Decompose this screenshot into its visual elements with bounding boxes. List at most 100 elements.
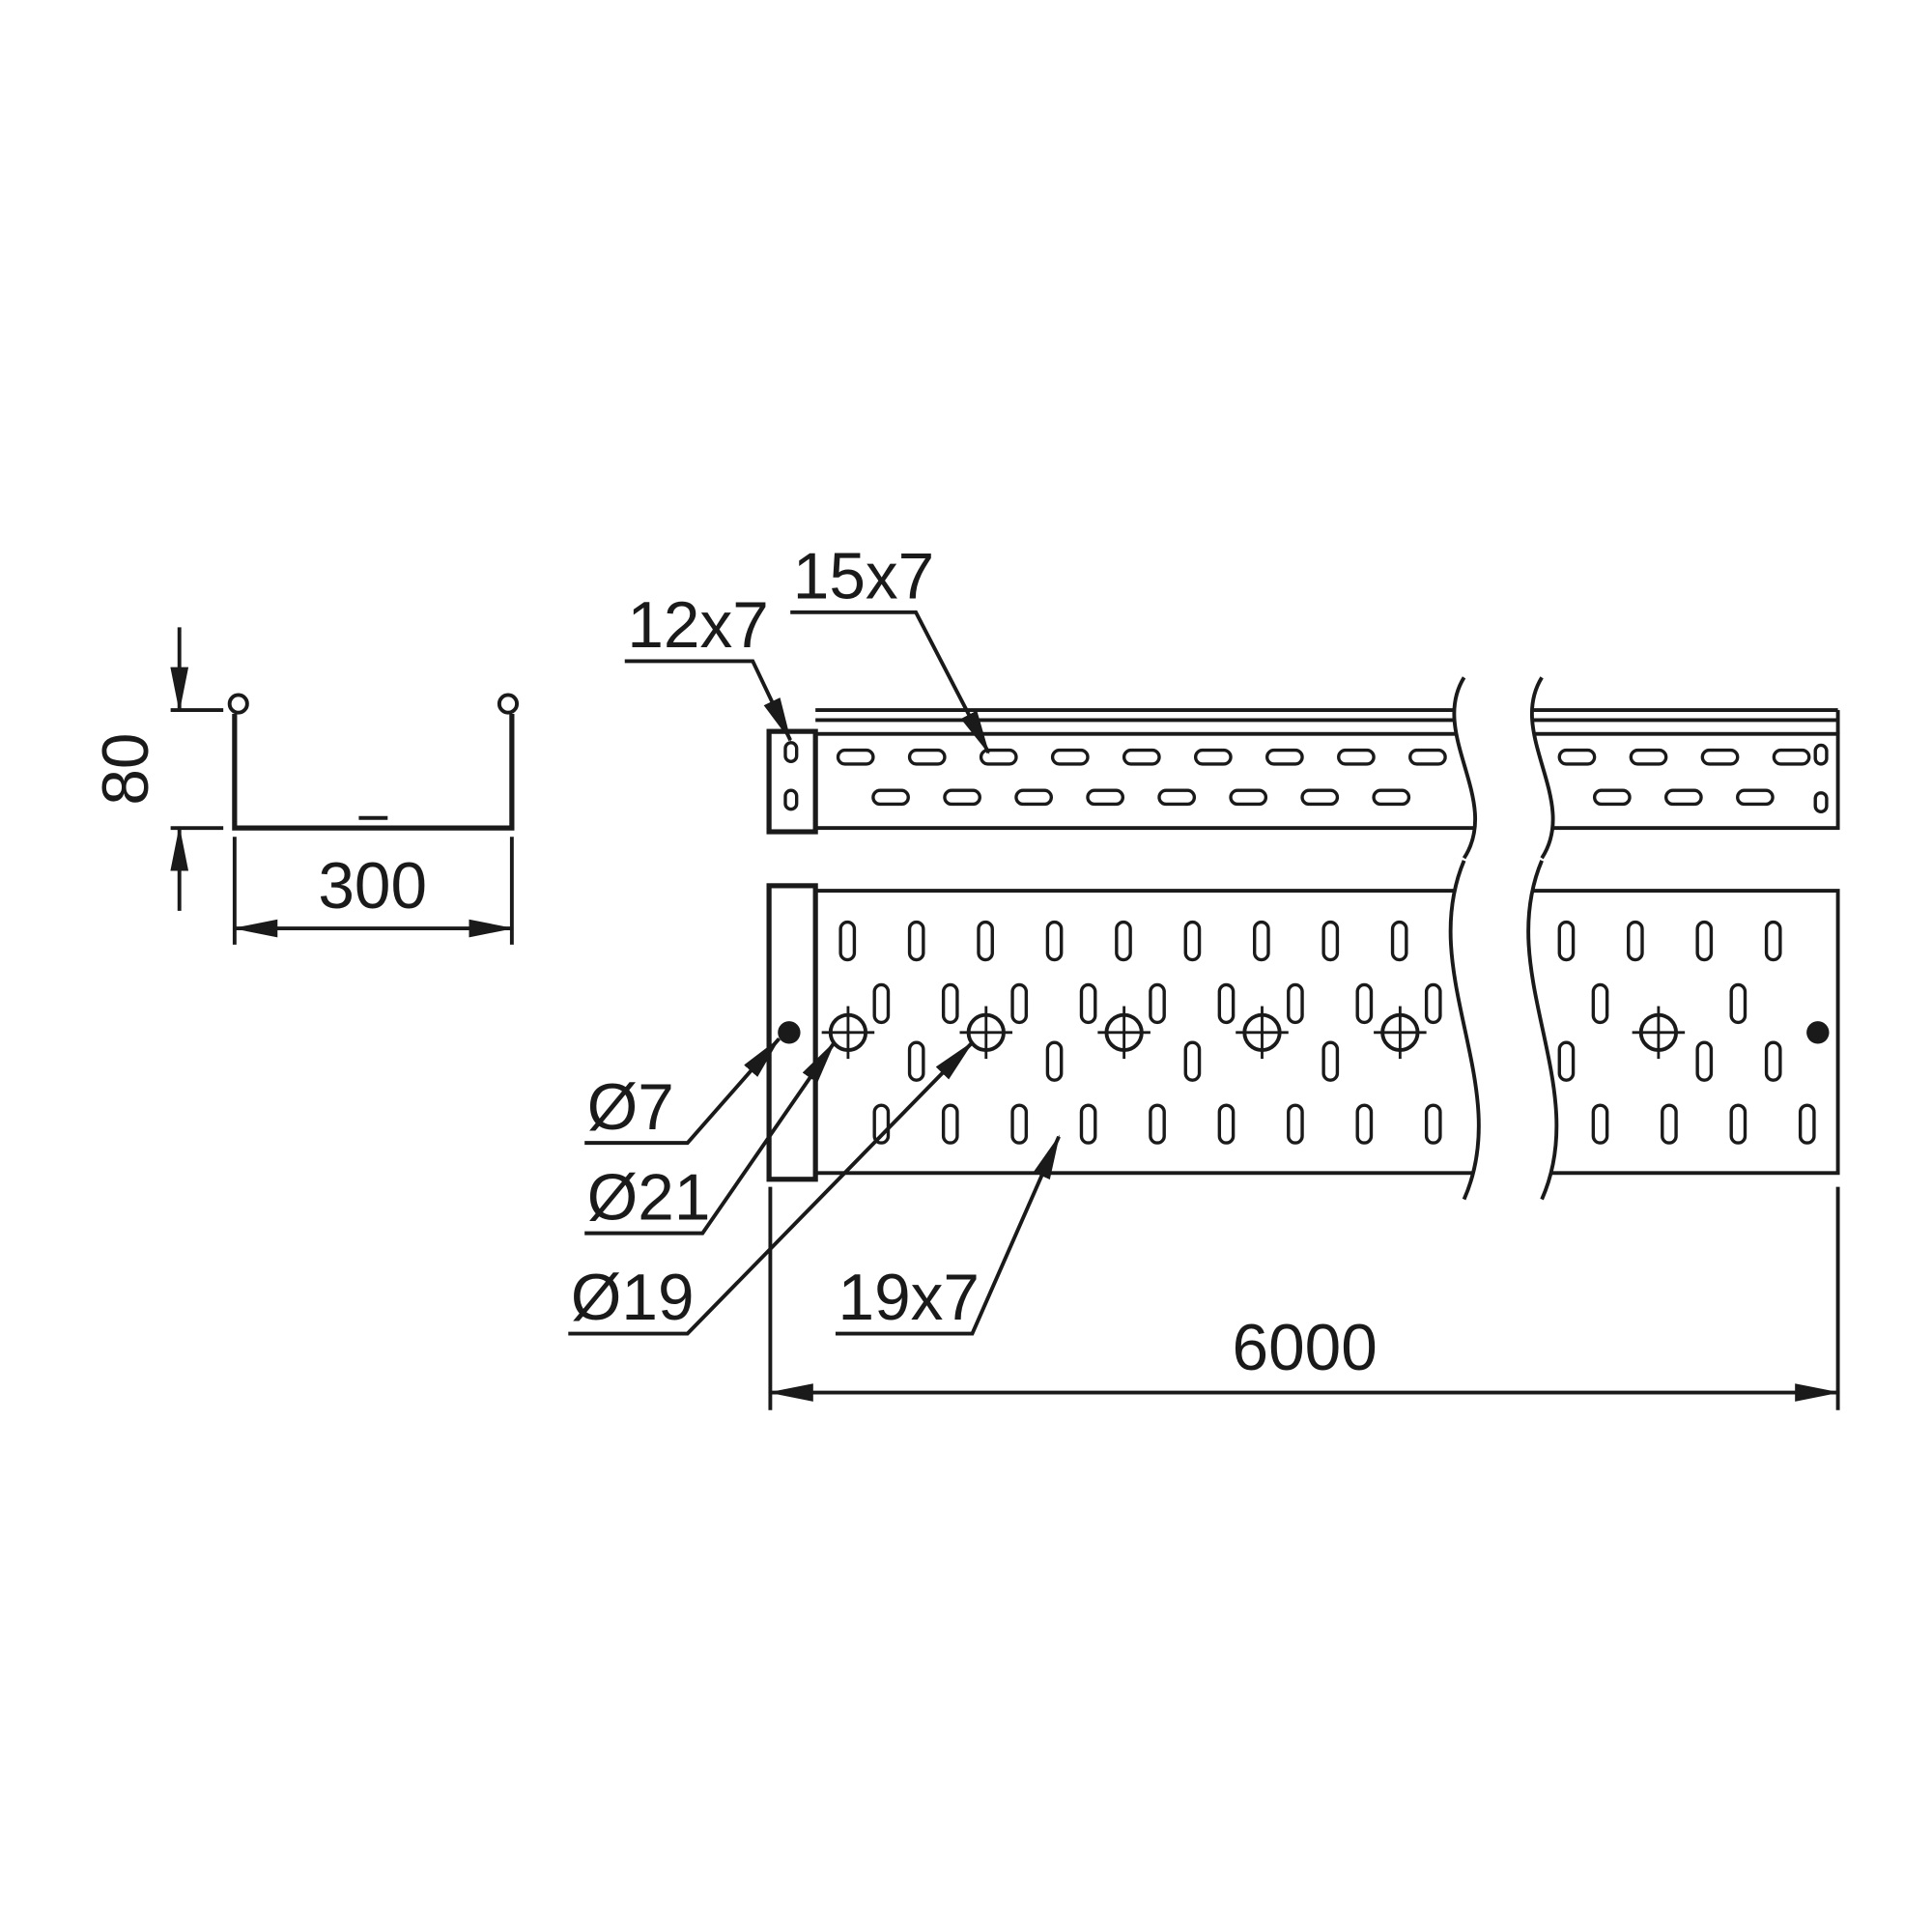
plan-perforation-slot xyxy=(1764,1040,1782,1082)
side-perforation-slot xyxy=(1592,788,1632,807)
rolled-rim-right xyxy=(497,693,520,715)
plan-perforation-slot xyxy=(1217,982,1236,1025)
side-perforation-slot xyxy=(1337,748,1376,766)
plan-perforation-slot xyxy=(1079,982,1097,1025)
plan-perforation-slot xyxy=(1321,920,1340,962)
plan-perforation-slot xyxy=(838,920,857,962)
break-mask xyxy=(1450,860,1557,1200)
plan-perforation-slot xyxy=(1045,1040,1064,1082)
leader-line xyxy=(584,1040,837,1236)
side-wall-outline xyxy=(813,731,1840,831)
side-perforation-slot xyxy=(1408,748,1447,766)
plan-perforation-slot xyxy=(1390,920,1408,962)
height-dimension-label: 80 xyxy=(90,733,162,806)
plan-perforation-slot xyxy=(1764,920,1782,962)
plan-perforation-slot xyxy=(1321,1040,1340,1082)
hole-dia21-label: Ø21 xyxy=(587,1161,711,1234)
plan-perforation-slot xyxy=(1424,1103,1442,1145)
length-dimension-label: 6000 xyxy=(1233,1312,1378,1384)
plan-perforation-slot xyxy=(1079,1103,1097,1145)
side-perforation-slot xyxy=(1050,748,1090,766)
side-perforation-slot xyxy=(907,748,947,766)
side-perforation-slot xyxy=(1086,788,1125,807)
plan-perforation-slot xyxy=(1424,982,1442,1025)
rolled-rim-left xyxy=(227,693,249,715)
plan-perforation-slot xyxy=(1591,982,1609,1025)
side-perforation-slot xyxy=(1014,788,1053,807)
side-perforation-slot xyxy=(1557,748,1597,766)
leader-line xyxy=(568,1040,975,1336)
end-slot-12x7 xyxy=(783,741,799,763)
plan-perforation-slot xyxy=(1355,1103,1374,1145)
side-slot-label: 15x7 xyxy=(793,540,934,612)
end-connector-plate xyxy=(766,883,818,1182)
plan-perforation-slot xyxy=(941,982,959,1025)
tray-section-outline xyxy=(232,713,515,831)
plan-perforation-slot xyxy=(1183,1040,1202,1082)
plan-perforation-slot xyxy=(907,920,925,962)
end-slot-label: 12x7 xyxy=(627,589,768,662)
side-perforation-slot xyxy=(979,748,1018,766)
leader-line xyxy=(790,610,991,755)
side-perforation-slot xyxy=(1772,748,1811,766)
plan-perforation-slot xyxy=(1695,920,1714,962)
end-slot-12x7 xyxy=(1813,791,1829,813)
break-wave-line xyxy=(1448,860,1481,1201)
side-perforation-slot xyxy=(1700,748,1740,766)
plan-perforation-slot xyxy=(1661,1103,1678,1145)
end-connector-plate xyxy=(766,728,818,835)
plan-perforation-slot xyxy=(1591,1103,1609,1145)
mounting-holes xyxy=(821,1006,1686,1060)
plan-perforation-slot xyxy=(1253,920,1270,962)
side-view xyxy=(766,708,1840,835)
leader-line xyxy=(584,1037,781,1146)
side-perforation-slot xyxy=(1736,788,1775,807)
side-perforation-slot xyxy=(943,788,981,807)
break-wave-line xyxy=(1452,676,1477,860)
break-symbol xyxy=(1448,676,1559,1201)
plan-perforation-slot xyxy=(1287,1103,1304,1145)
dimension-length: 6000 xyxy=(768,1186,1840,1410)
hole-dia7-label: Ø7 xyxy=(587,1071,674,1144)
plan-perforation-slot xyxy=(872,982,891,1025)
width-dimension-label: 300 xyxy=(318,850,427,923)
plan-view xyxy=(766,883,1840,1182)
break-wave-line xyxy=(1526,860,1559,1201)
plan-perforation-slot xyxy=(907,1040,925,1082)
plan-perforation-slot xyxy=(1045,920,1064,962)
leader-line xyxy=(835,1134,1061,1336)
side-perforation-slot xyxy=(871,788,910,807)
side-perforation-slot xyxy=(1157,788,1197,807)
plan-perforation-slot xyxy=(1115,920,1132,962)
plan-perforation-slot xyxy=(1798,1103,1816,1145)
side-perforation-slot xyxy=(1663,788,1703,807)
plan-perforation-slot xyxy=(1729,982,1747,1025)
plan-perforation-slot xyxy=(1149,1103,1166,1145)
side-perforation-slot xyxy=(1372,788,1411,807)
plan-perforation-slot xyxy=(1010,982,1029,1025)
plan-perforation-slot xyxy=(977,920,994,962)
cross-section-view xyxy=(227,693,520,831)
plan-perforation-slot xyxy=(1355,982,1374,1025)
side-perforation-slot xyxy=(1122,748,1161,766)
side-perforation-slot xyxy=(1193,748,1233,766)
leader-line xyxy=(624,659,792,743)
side-perforation-slot xyxy=(1300,788,1340,807)
plan-perforation-slot xyxy=(1729,1103,1747,1145)
dimension-height: 80 xyxy=(90,627,224,911)
plan-perforation-slot xyxy=(1627,920,1644,962)
break-wave-line xyxy=(1529,676,1555,860)
hole-dia19-label: Ø19 xyxy=(571,1262,695,1334)
plan-perforation-slot xyxy=(1183,920,1202,962)
side-perforation-slot xyxy=(1629,748,1668,766)
bottom-slot-label: 19x7 xyxy=(838,1262,980,1334)
end-slot-12x7 xyxy=(783,788,799,811)
side-perforation-slot xyxy=(836,748,875,766)
plan-perforation-slot xyxy=(1149,982,1166,1025)
plan-perforation-slot xyxy=(1695,1040,1714,1082)
plan-perforation-slot xyxy=(1557,1040,1576,1082)
end-hole-dia7-left xyxy=(778,1021,801,1044)
end-slot-12x7 xyxy=(1813,743,1829,766)
